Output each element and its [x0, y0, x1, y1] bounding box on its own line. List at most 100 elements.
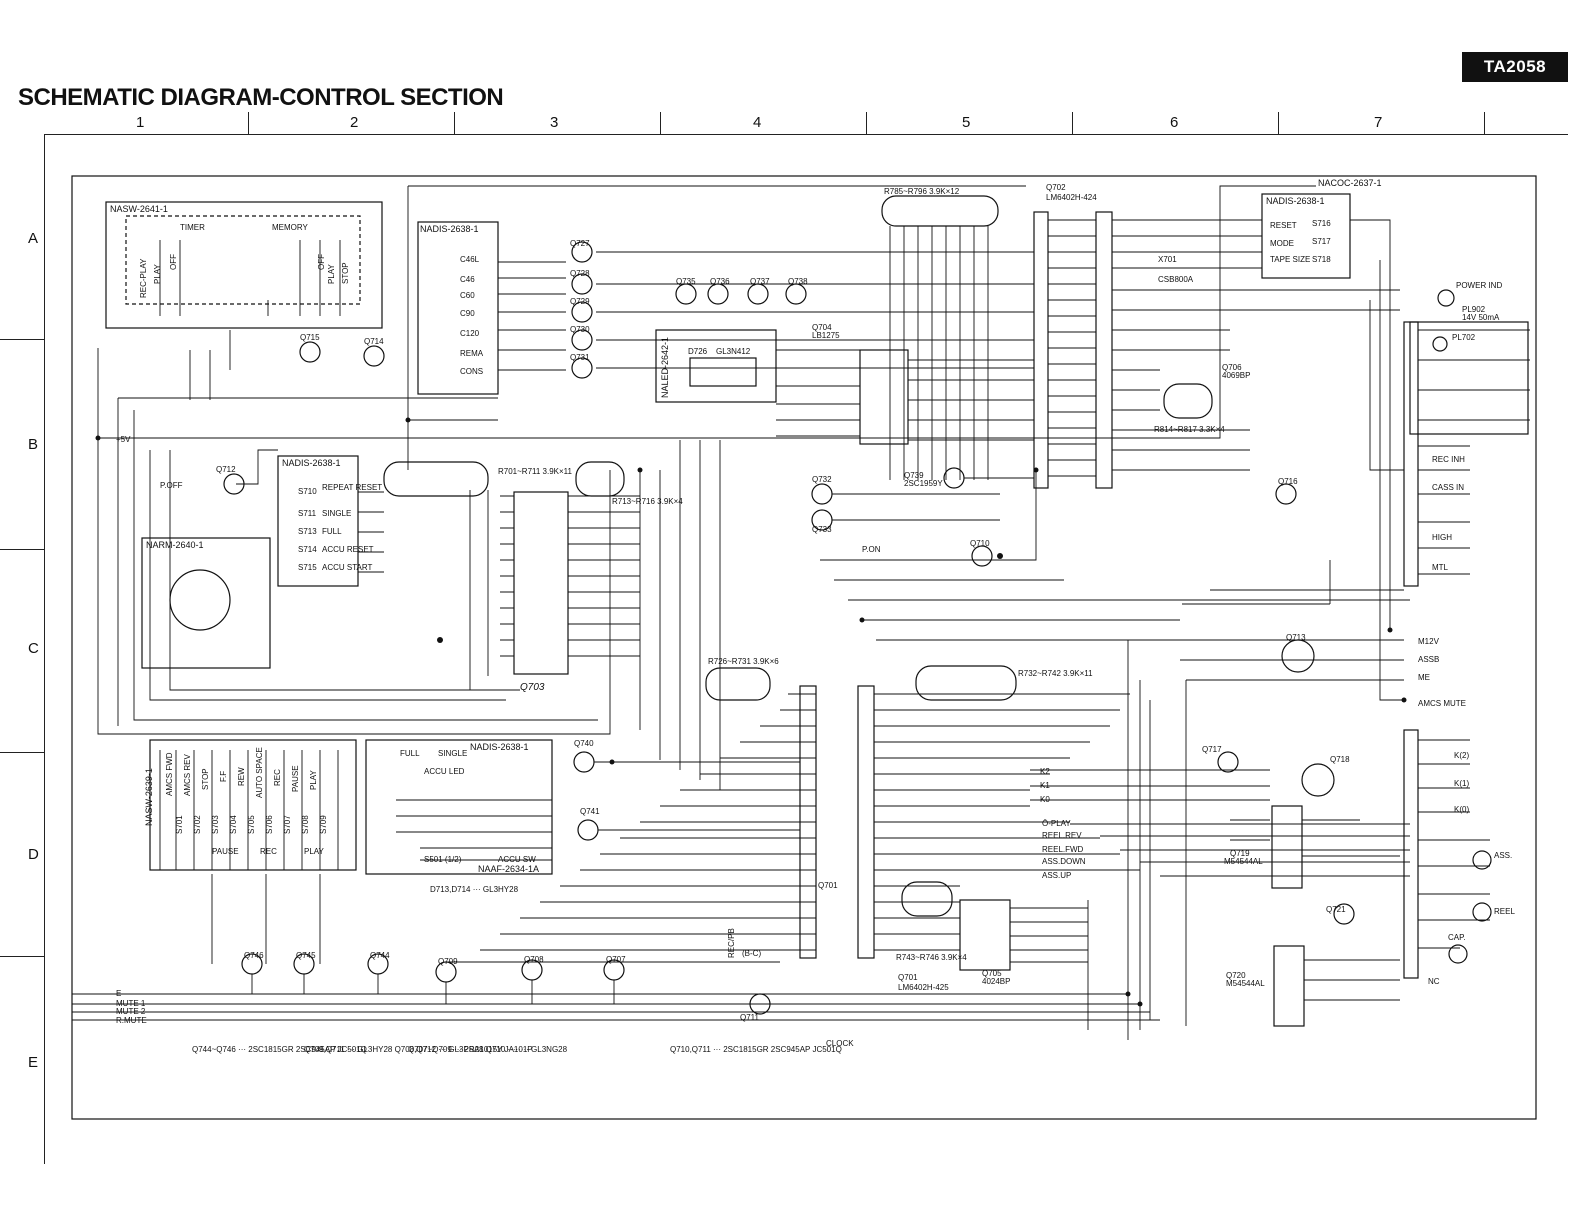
switch-label: REW	[237, 767, 246, 786]
transistor	[571, 301, 593, 323]
block-narm	[141, 537, 271, 669]
switch-label: AUTO SPACE	[255, 747, 264, 798]
switch-label: AMCS REV	[183, 754, 192, 796]
footer-note: Q710,Q711 ··· 2SC1815GR 2SC945AP JC501Q	[670, 1045, 842, 1054]
signal-label: Ō-PLAY	[1042, 819, 1071, 828]
connector-label: ASSB	[1418, 655, 1439, 664]
connector-label: M12V	[1418, 637, 1440, 646]
footer-note: Q707~Q709 ··· 2SA1015Y JA101P	[408, 1045, 533, 1054]
footer-note: D713,D714 ··· GL3HY28	[430, 885, 519, 894]
column-label: 2	[350, 114, 359, 131]
resistor-array	[881, 195, 999, 227]
switch-label: MEMORY	[272, 223, 309, 232]
block-label: NACOC-2637-1	[1318, 178, 1382, 188]
ic-label: Q719	[1230, 849, 1250, 858]
lamp-pl702	[1432, 336, 1448, 352]
switch-ref: S705	[247, 815, 256, 834]
resistor-array	[901, 881, 953, 917]
transistor-label: Q731	[570, 353, 590, 362]
display-label: D726	[688, 347, 708, 356]
transistor	[785, 283, 807, 305]
signal-label: REEL.REV	[1042, 831, 1082, 840]
col-divider	[866, 112, 867, 134]
display-d726	[689, 357, 757, 387]
naaf-label: SINGLE	[438, 749, 467, 758]
misc-label: (B-C)	[742, 949, 761, 958]
transistor	[571, 329, 593, 351]
switch-ref: S718	[1312, 255, 1331, 264]
lamp-label: PL902	[1462, 305, 1486, 314]
switch-label: RESET	[1270, 221, 1297, 230]
transistor	[573, 751, 595, 773]
transistor-label: Q745	[296, 951, 316, 960]
switch-ref: S717	[1312, 237, 1331, 246]
switch-label: OFF	[317, 254, 326, 270]
row-divider	[0, 752, 44, 753]
transistor	[577, 819, 599, 841]
transistor-label: Q714	[364, 337, 384, 346]
block-nadis-switches	[277, 455, 359, 587]
column-label: 3	[550, 114, 559, 131]
misc-label: REC/PB	[727, 928, 736, 958]
block-naled	[655, 329, 777, 403]
block-label: NADIS-2638-1	[470, 742, 529, 752]
resistor-array-label: R743~R746 3.9K×4	[896, 953, 967, 962]
block-naaf	[365, 739, 553, 875]
signal-label: K2	[1040, 767, 1050, 776]
transistor-label: Q739	[904, 471, 924, 480]
ic-label: Q704	[812, 323, 832, 332]
input-label: MUTE 2	[116, 1007, 146, 1016]
connector-label: AMCS MUTE	[1418, 699, 1466, 708]
signal-label: K1	[1040, 781, 1050, 790]
block-nadis-leds	[417, 221, 499, 395]
footer-note: Q709,Q711 ··· GL3HY28 Q708,Q712 ··· GL3P…	[304, 1045, 568, 1054]
transistor-label: Q735	[676, 277, 696, 286]
ic-label: Q701	[818, 881, 838, 890]
connector-label: REC INH	[1432, 455, 1465, 464]
transistor-part: 2SC1959Y	[904, 479, 943, 488]
ic-part: 4024BP	[982, 977, 1010, 986]
transistor-label: Q707	[606, 955, 626, 964]
ic-q703	[513, 491, 569, 675]
ic-label: Q701	[898, 973, 918, 982]
ic-q719	[1271, 805, 1303, 889]
transistor-label: Q713	[1286, 633, 1306, 642]
signal-label: REEL.FWD	[1042, 845, 1084, 854]
lamp-rating: 14V 50mA	[1462, 313, 1500, 322]
resistor-array	[1163, 383, 1213, 419]
page-title: SCHEMATIC DIAGRAM-CONTROL SECTION	[18, 84, 504, 111]
switch-label: REC	[273, 769, 282, 786]
transistor	[811, 483, 833, 505]
transistor	[1281, 639, 1315, 673]
connector-label: CASS IN	[1432, 483, 1464, 492]
legend-clock: CLOCK	[826, 1039, 854, 1048]
resistor-array-label: R814~R817 3.3K×4	[1154, 425, 1225, 434]
transistor	[1217, 751, 1239, 773]
switch-ref: S707	[283, 815, 292, 834]
connector-label: MTL	[1432, 563, 1449, 572]
switch-ref: S709	[319, 815, 328, 834]
resistor-array	[383, 461, 489, 497]
footer-note: Q744~Q746 ··· 2SC1815GR 2SC945AP JC501Q	[192, 1045, 367, 1054]
naaf-label: S501 (1/2)	[424, 855, 462, 864]
misc-label: P.ON	[862, 545, 881, 554]
transistor	[571, 357, 593, 379]
col-divider	[1484, 112, 1485, 134]
ic-label: Q706	[1222, 363, 1242, 372]
connector-label: K(1)	[1454, 779, 1469, 788]
column-label: 1	[136, 114, 145, 131]
ic-part: 4069BP	[1222, 371, 1250, 380]
transistor	[747, 283, 769, 305]
switch-label: PLAY	[327, 263, 336, 284]
connector-label: REEL	[1494, 907, 1515, 916]
row-divider	[0, 339, 44, 340]
switch-label: MODE	[1270, 239, 1294, 248]
transistor	[707, 283, 729, 305]
led-label: C46L	[460, 255, 480, 264]
ic-label: Q702	[1046, 183, 1066, 192]
input-label: MUTE 1	[116, 999, 146, 1008]
schematic-frame	[71, 175, 1537, 1120]
switch-label: ACCU START	[322, 563, 372, 572]
transistor	[571, 273, 593, 295]
